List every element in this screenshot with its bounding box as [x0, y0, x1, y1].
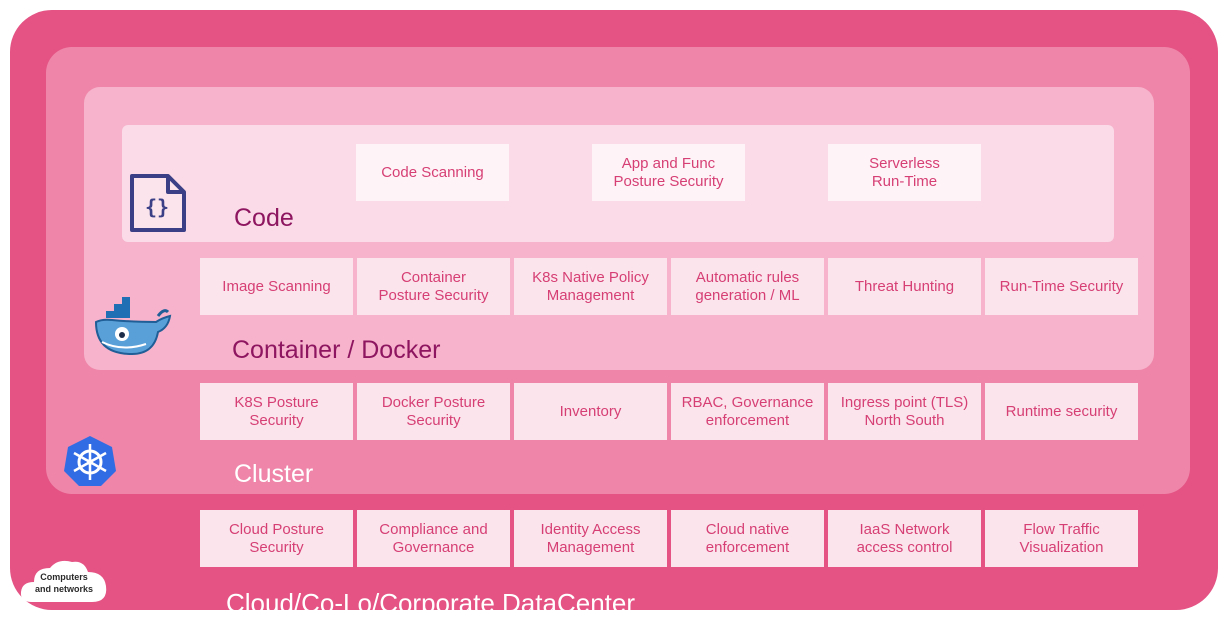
cloud-item: Flow Traffic Visualization	[985, 510, 1138, 567]
cluster-layer-label: Cluster	[234, 460, 314, 488]
container-item: Container Posture Security	[357, 258, 510, 315]
code-file-icon: {}	[130, 174, 186, 232]
code-layer-label: Code	[234, 204, 294, 232]
cloud-icon-text-line1: Computers	[40, 572, 88, 582]
kubernetes-helm-icon	[64, 436, 116, 486]
cloud-item: Cloud native enforcement	[671, 510, 824, 567]
cloud-layer-label: Cloud/Co-Lo/Corporate DataCenter	[226, 588, 635, 618]
container-layer-label: Container / Docker	[232, 336, 441, 364]
cluster-item: Runtime security	[985, 383, 1138, 440]
container-item: Automatic rules generation / ML	[671, 258, 824, 315]
code-item: App and Func Posture Security	[592, 144, 745, 201]
cloud-icon-text-line2: and networks	[35, 584, 93, 594]
cloud-item: IaaS Network access control	[828, 510, 981, 567]
code-item: Code Scanning	[356, 144, 509, 201]
svg-text:{}: {}	[145, 195, 169, 219]
cluster-item: K8S Posture Security	[200, 383, 353, 440]
container-item: Image Scanning	[200, 258, 353, 315]
cluster-item: Docker Posture Security	[357, 383, 510, 440]
cloud-icon: Computers and networks	[20, 560, 107, 602]
container-item: Threat Hunting	[828, 258, 981, 315]
cloud-item: Identity Access Management	[514, 510, 667, 567]
cluster-item: Ingress point (TLS) North South	[828, 383, 981, 440]
container-item: K8s Native Policy Management	[514, 258, 667, 315]
docker-whale-icon	[94, 297, 172, 356]
cloud-item: Compliance and Governance	[357, 510, 510, 567]
container-item: Run-Time Security	[985, 258, 1138, 315]
code-item: Serverless Run-Time	[828, 144, 981, 201]
cloud-item: Cloud Posture Security	[200, 510, 353, 567]
cluster-item: RBAC, Governance enforcement	[671, 383, 824, 440]
cluster-item: Inventory	[514, 383, 667, 440]
